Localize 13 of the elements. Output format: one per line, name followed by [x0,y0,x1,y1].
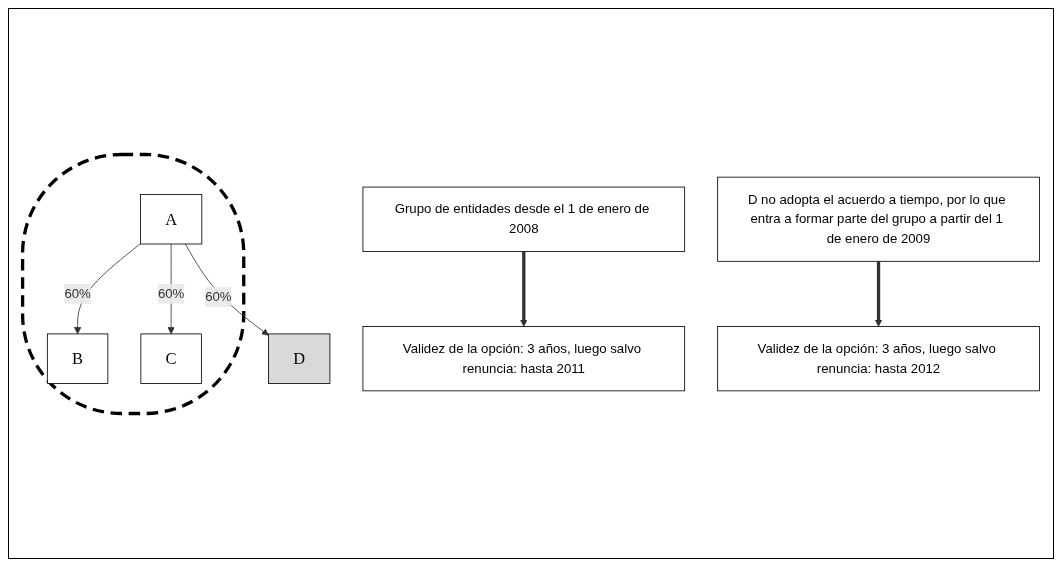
edge-label: 60% [64,285,91,300]
node-box: A [140,193,203,244]
node-box: D [268,333,331,384]
arrow [874,260,883,327]
node-box: C [140,333,202,384]
node-box: Validez de la opción: 3 años, luego salvo renuncia: hasta 2012 [717,325,1040,391]
node-box: Grupo de entidades desde el 1 de enero de 2008 [362,186,686,252]
node-box: D no adopta el acuerdo a tiempo, por lo que entra a formar parte del grupo a partir del 1 de enero de 2009 [717,176,1040,262]
edge-label: 60% [205,289,232,304]
node-box: B [46,333,109,384]
node-box: Validez de la opción: 3 años, luego salvo renuncia: hasta 2011 [362,325,686,391]
edge-label: 60% [157,285,185,300]
arrow [520,250,528,327]
